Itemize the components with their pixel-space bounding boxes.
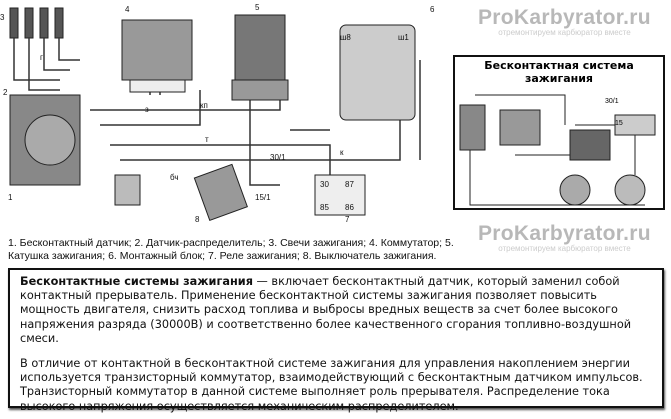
terminal-30: 30 bbox=[320, 180, 329, 189]
paragraph-2: В отличие от контактной в бесконтактной … bbox=[20, 357, 643, 413]
inset-label-30-1: 30/1 bbox=[605, 98, 619, 105]
watermark: ProKarbyrator.ru отремонтируем карбюрато… bbox=[478, 222, 651, 253]
watermark-site: ProKarbyrator.ru bbox=[478, 6, 651, 29]
wire-label-g: г bbox=[40, 53, 43, 62]
paragraph-1: Бесконтактные системы зажигания — включа… bbox=[20, 275, 652, 346]
wire-label-t: т bbox=[205, 135, 209, 144]
label-5: 5 bbox=[255, 3, 260, 12]
ignition-relay bbox=[314, 174, 366, 216]
watermark: ProKarbyrator.ru отремонтируем карбюрато… bbox=[478, 6, 651, 37]
label-3: 3 bbox=[0, 13, 5, 22]
commutator bbox=[121, 19, 193, 93]
term: Бесконтактные системы зажигания bbox=[20, 275, 253, 288]
inset-diagram: Бесконтактная система зажигания 30/1 15 bbox=[453, 55, 665, 210]
wire-label-kp: кп bbox=[200, 101, 208, 110]
label-7: 7 bbox=[345, 215, 350, 224]
ignition-wiring-diagram: 2 1 3 4 5 6 7 8 30/1 15/1 30 87 85 86 ш8… bbox=[0, 3, 435, 224]
label-8: 8 bbox=[195, 215, 200, 224]
watermark-tagline: отремонтируем карбюратор вместе bbox=[498, 28, 631, 37]
inset-label-15: 15 bbox=[615, 120, 623, 127]
sensor-connector bbox=[114, 174, 141, 206]
label-1: 1 bbox=[8, 193, 13, 202]
terminal-sh1: ш1 bbox=[398, 33, 409, 42]
spark-plugs bbox=[9, 7, 64, 39]
wire-label-bch: бч bbox=[170, 173, 178, 182]
terminal-30-1: 30/1 bbox=[270, 153, 286, 162]
wire-label-k: к bbox=[340, 148, 344, 157]
label-6: 6 bbox=[430, 5, 435, 14]
ignition-switch bbox=[193, 163, 248, 221]
terminal-85: 85 bbox=[320, 203, 329, 212]
figure-caption: 1. Бесконтактный датчик; 2. Датчик-распр… bbox=[8, 237, 454, 262]
mounting-block bbox=[339, 24, 416, 121]
label-4: 4 bbox=[125, 5, 130, 14]
watermark-site: ProKarbyrator.ru bbox=[478, 222, 651, 245]
terminal-87: 87 bbox=[345, 180, 354, 189]
terminal-15-1: 15/1 bbox=[255, 193, 271, 202]
ignition-coil bbox=[231, 14, 289, 101]
terminal-86: 86 bbox=[345, 203, 354, 212]
label-2: 2 bbox=[3, 88, 8, 97]
distributor bbox=[9, 94, 81, 186]
watermark-tagline: отремонтируем карбюратор вместе bbox=[498, 244, 631, 253]
description-box: Бесконтактные системы зажигания — включа… bbox=[8, 268, 664, 413]
inset-title: Бесконтактная система зажигания bbox=[484, 59, 634, 85]
inset-schematic: 30/1 15 bbox=[459, 94, 656, 206]
paragraph-1-text: — включает бесконтактный датчик, который… bbox=[20, 275, 632, 345]
wire-label-z: з bbox=[145, 105, 149, 114]
terminal-sh8: ш8 bbox=[340, 33, 351, 42]
